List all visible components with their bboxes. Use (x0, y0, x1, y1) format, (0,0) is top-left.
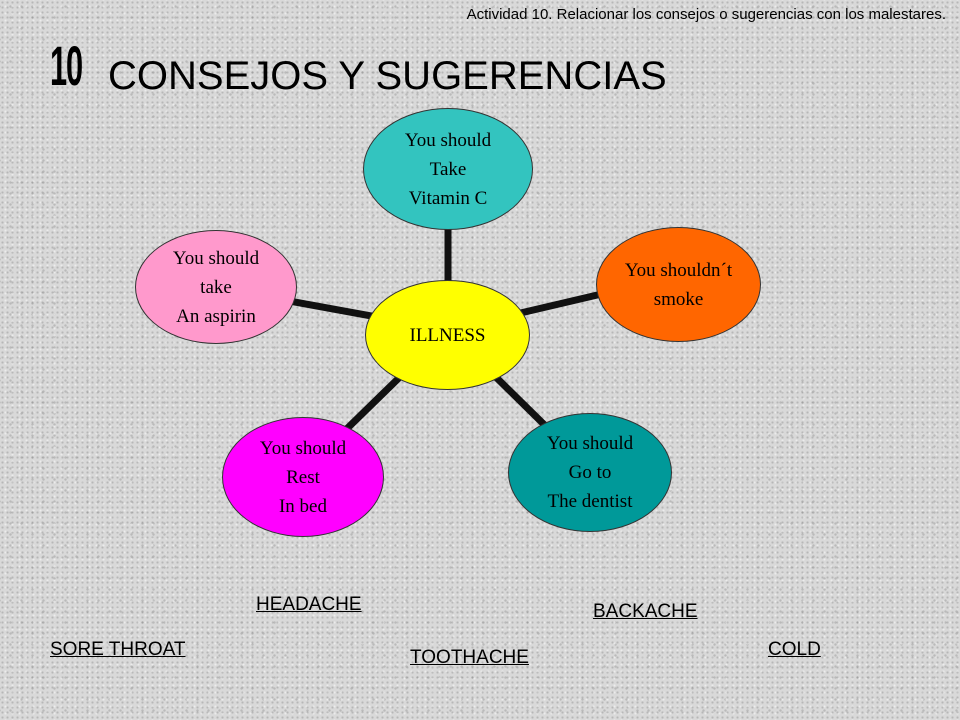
advice-bubble-dentist: You should Go to The dentist (508, 413, 672, 532)
ailment-headache: HEADACHE (256, 594, 362, 615)
bubble-line: In bed (278, 495, 327, 517)
illness-label: ILLNESS (409, 324, 486, 346)
page-title: CONSEJOS Y SUGERENCIAS (108, 54, 667, 98)
illness-center-bubble: ILLNESS (365, 280, 530, 390)
advice-bubble-no-smoke: You shouldn´t smoke (596, 227, 761, 342)
bubble-line: smoke (653, 288, 704, 310)
ailment-cold: COLD (768, 639, 821, 660)
advice-bubble-aspirin: You should take An aspirin (135, 230, 297, 344)
bubble-line: take (200, 276, 232, 298)
bubble-line: You should (546, 433, 634, 454)
bubble-line: An aspirin (176, 305, 256, 327)
bubble-line: Vitamin C (408, 187, 488, 209)
bubble-line: You should (404, 129, 492, 151)
bubble-line: You should (259, 437, 347, 459)
advice-bubble-vitamin-c: You should Take Vitamin C (363, 108, 533, 230)
bubble-line: Go to (568, 462, 612, 483)
bubble-line: Take (429, 158, 467, 180)
activity-instructions: Actividad 10. Relacionar los consejos o … (466, 6, 946, 23)
bubble-line: You should (172, 247, 260, 269)
ailment-backache: BACKACHE (593, 601, 698, 622)
ailment-sore-throat: SORE THROAT (50, 639, 186, 660)
bubble-line: You shouldn´t (624, 259, 733, 281)
bubble-line: Rest (286, 466, 320, 488)
ailment-toothache: TOOTHACHE (410, 647, 529, 668)
bubble-line: The dentist (547, 491, 633, 512)
advice-bubble-rest: You should Rest In bed (222, 417, 384, 537)
